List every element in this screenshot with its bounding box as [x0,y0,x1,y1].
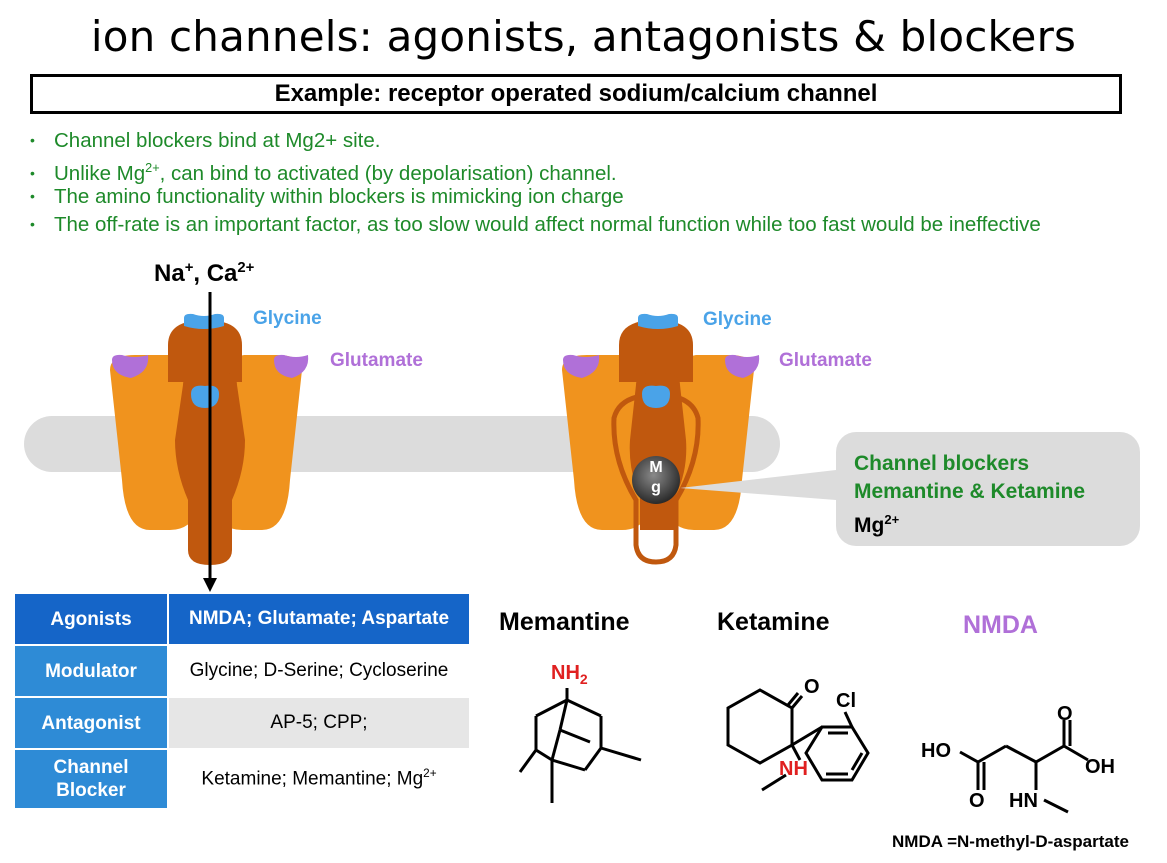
glutamate-site-icon [274,354,309,378]
subunit-back [619,320,693,382]
chlorine-label: Cl [836,690,856,712]
amine-label: HN [1009,790,1038,812]
row-header: Modulator [15,645,169,698]
bullet-dot-icon: • [30,216,35,232]
table-row: Antagonist AP-5; CPP; [15,697,469,750]
row-value: Ketamine; Memantine; Mg2+ [168,749,469,810]
hydroxyl-label: HO [921,740,951,762]
carbonyl-oxygen-label: O [1057,703,1073,725]
nmda-definition: NMDA =N-methyl-D-aspartate [892,832,1129,851]
blocked-channel [562,313,836,565]
table-row: Agonists NMDA; Glutamate; Aspartate [15,594,469,646]
bullet-dot-icon: • [30,188,35,204]
row-value: NMDA; Glutamate; Aspartate [168,594,469,646]
amine-label: NH [779,758,808,780]
nmda-structure [959,720,1089,814]
table-row: Modulator Glycine; D-Serine; Cycloserine [15,645,469,698]
ketamine-structure [726,688,870,792]
amine-group-label: NH2 [551,662,588,687]
ketamine-name: Ketamine [717,608,830,636]
memantine-structure [518,688,642,803]
open-channel [110,292,309,592]
bullet-dot-icon: • [30,164,35,181]
glycine-site-icon [191,385,219,408]
glycine-site-icon [638,313,678,329]
memantine-name: Memantine [499,608,630,636]
callout-bubble [836,432,1140,546]
row-header: Agonists [15,594,169,646]
bullet-item: •Channel blockers bind at Mg2+ site. [30,126,1041,154]
ketone-oxygen-label: O [804,676,820,698]
glycine-site-icon [184,313,224,329]
arrow-head-icon [203,578,217,592]
mg-ion-icon [632,456,680,504]
bullet-item: •Unlike Mg2+, can bind to activated (by … [30,160,617,185]
row-value: Glycine; D-Serine; Cycloserine [168,645,469,698]
glycine-site-icon [642,385,670,408]
hydroxyl-label: OH [1085,756,1115,778]
row-value: AP-5; CPP; [168,697,469,750]
callout-text: Channel blockers Memantine & Ketamine Mg… [854,452,1086,537]
glutamate-site-icon [563,354,600,378]
bullet-item: •The off-rate is an important factor, as… [30,210,1041,238]
open-pore-outline [611,392,701,565]
glycine-label: Glycine [253,308,322,329]
glycine-label: Glycine [703,309,772,330]
glutamate-label: Glutamate [779,350,872,371]
glutamate-label: Glutamate [330,350,423,371]
row-header: Antagonist [15,697,169,750]
glutamate-site-icon [725,354,760,378]
bullet-item: •The amino functionality within blockers… [30,182,1041,210]
callout-pointer [680,470,836,500]
ligand-table: Agonists NMDA; Glutamate; Aspartate Modu… [15,594,469,810]
nmda-name: NMDA [963,611,1038,639]
bullet-list: •Channel blockers bind at Mg2+ site. •Un… [30,126,1041,238]
glutamate-site-icon [112,354,149,378]
page-title: ion channels: agonists, antagonists & bl… [90,12,1077,61]
subtitle-box: Example: receptor operated sodium/calciu… [30,74,1122,114]
ion-label: Na+, Ca2+ [154,260,255,287]
subunit-back [168,320,242,382]
bullet-dot-icon: • [30,132,35,148]
carbonyl-oxygen-label: O [969,790,985,812]
